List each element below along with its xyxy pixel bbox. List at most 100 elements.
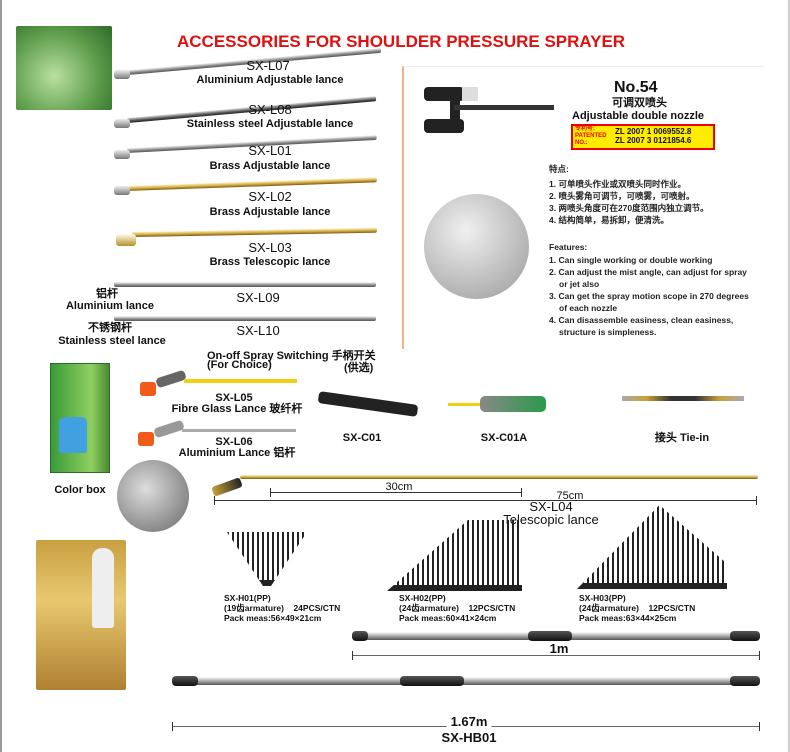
nozzle-number: No.54 — [614, 79, 658, 96]
handle-grip — [730, 676, 760, 686]
switch-code: SX-C01 — [342, 432, 382, 444]
telescopic-lance-image — [240, 475, 758, 479]
handle-grip — [352, 631, 368, 641]
switch-code: SX-C01A — [480, 432, 528, 444]
nozzle-name-cn: 可调双喷头 — [612, 97, 667, 109]
patent-number: ZL 2007 3 0121854.6 — [615, 136, 692, 145]
rake-sx-h02-image — [387, 520, 522, 591]
nozzle-closeup-circle — [117, 460, 189, 532]
feature-item: or jet also — [559, 279, 600, 289]
tie-in-image — [622, 396, 744, 401]
rake-pack: Pack meas:63×44×25cm — [579, 613, 677, 623]
telescopic-desc: Telescopic lance — [503, 512, 599, 527]
lance-cn: 不锈钢杆 — [88, 322, 132, 334]
color-box-label: Color box — [54, 484, 106, 496]
nozzle-feature-box: No.54 可调双喷头 Adjustable double nozzle 专利号… — [402, 66, 764, 349]
nozzle-tip — [140, 382, 156, 396]
rake-sx-h03-image — [577, 505, 727, 589]
switch-sx-c01-image — [317, 391, 419, 417]
handle-167m-image — [174, 677, 760, 685]
person-figure — [92, 548, 114, 628]
feature-cn-item: 3. 两喷头角度可在270度范围内独立调节。 — [549, 203, 709, 213]
lance-code: SX-L02 — [248, 189, 292, 204]
feature-item: of each nozzle — [559, 303, 618, 313]
switch-code: 接头 Tie-in — [654, 432, 710, 444]
feature-item: structure is simpleness. — [559, 327, 657, 337]
lance-code: SX-L06 — [215, 436, 253, 448]
lance-desc: Brass Telescopic lance — [209, 256, 331, 268]
feature-cn-item: 2. 喷头雾角可调节，可喷雾，可喷射。 — [549, 191, 695, 201]
garden-spray-photo — [16, 26, 112, 110]
lance-desc: Stainless steel lance — [58, 335, 166, 347]
nozzle-closeup-circle — [424, 194, 529, 299]
handle-grip — [172, 676, 198, 686]
rake-code: SX-H02(PP) — [399, 593, 446, 603]
lance-sx-l09-image — [114, 282, 376, 287]
telescopic-nozzle — [211, 477, 243, 497]
patent-label-cn: 专利号: — [575, 126, 595, 132]
lance-desc: Aluminium lance — [65, 300, 155, 312]
nozzle-name: Adjustable double nozzle — [572, 110, 705, 122]
handle-grip — [528, 631, 572, 641]
features-cn-title: 特点: — [549, 164, 569, 174]
handle-grip — [730, 631, 760, 641]
switching-subtitle: (For Choice) — [207, 359, 272, 371]
features-title: Features: — [549, 242, 588, 252]
patent-label: 专利号: PATENTED NO.: ZL 2007 1 0069552.8 Z… — [571, 124, 715, 150]
lance-joint — [153, 419, 185, 439]
rake-code: SX-H03(PP) — [579, 593, 626, 603]
lance-code: SX-L10 — [236, 323, 280, 338]
lance-tip — [114, 119, 130, 128]
lance-tip — [114, 186, 130, 195]
double-nozzle-image — [424, 87, 554, 137]
dimension-1m — [352, 651, 760, 660]
feature-cn-item: 4. 结构简单，易拆卸，便清洗。 — [549, 215, 669, 225]
rake-code: SX-H01(PP) — [224, 593, 271, 603]
rake-pack: Pack meas:56×49×21cm — [224, 613, 322, 623]
handle-grip — [400, 676, 464, 686]
lance-tip — [114, 70, 130, 79]
dimension-75cm — [214, 496, 757, 505]
handle-length: 1.67m — [446, 715, 492, 728]
rake-spec: (19齿armature) 24PCS/CTN — [224, 603, 341, 613]
feature-item: 3. Can get the spray motion scope in 270… — [549, 291, 749, 301]
rake-sx-h01-image — [227, 532, 307, 586]
feature-item: 4. Can disassemble easiness, clean easin… — [549, 315, 734, 325]
lance-joint — [155, 369, 187, 389]
switching-title: On-off Spray Switching 手柄开关 — [207, 350, 376, 362]
lance-desc: Fibre Glass Lance 玻纤杆 — [171, 403, 303, 415]
lance-code: SX-L05 — [215, 392, 253, 404]
switch-lance — [448, 403, 480, 406]
switch-sx-c01a-image — [480, 396, 546, 412]
handle-length: 1m — [549, 641, 569, 656]
dimension-30cm — [270, 488, 522, 497]
fibre-glass-lance-image — [184, 379, 297, 383]
lance-code: SX-L09 — [236, 290, 280, 305]
sprayer-image — [59, 417, 87, 453]
lance-code: SX-L08 — [248, 102, 292, 117]
feature-item: 2. Can adjust the mist angle, can adjust… — [549, 267, 747, 277]
lance-desc: Aluminium Adjustable lance — [196, 74, 344, 86]
dimension-label: 75cm — [556, 490, 584, 502]
lance-tip — [116, 234, 136, 246]
dimension-label: 30cm — [385, 481, 413, 493]
feature-item: 1. Can single working or double working — [549, 255, 713, 265]
lance-code: SX-L01 — [248, 143, 292, 158]
feature-cn-item: 1. 可单喷头作业或双喷头同时作业。 — [549, 179, 686, 189]
rake-pack: Pack meas:60×41×24cm — [399, 613, 497, 623]
rake-spec: (24齿armature) 12PCS/CTN — [579, 603, 696, 613]
lance-code: SX-L03 — [248, 240, 292, 255]
lance-tip — [114, 150, 130, 159]
lance-code: SX-L07 — [246, 58, 290, 73]
telescopic-code: SX-L04 — [529, 499, 573, 514]
handle-code: SX-HB01 — [441, 730, 497, 745]
lance-desc: Brass Adjustable lance — [209, 206, 331, 218]
lance-sx-l10-image — [114, 316, 376, 321]
page-title: ACCESSORIES FOR SHOULDER PRESSURE SPRAYE… — [177, 32, 626, 51]
lance-sx-l03-image — [131, 227, 378, 237]
lance-desc: Brass Adjustable lance — [209, 160, 331, 172]
